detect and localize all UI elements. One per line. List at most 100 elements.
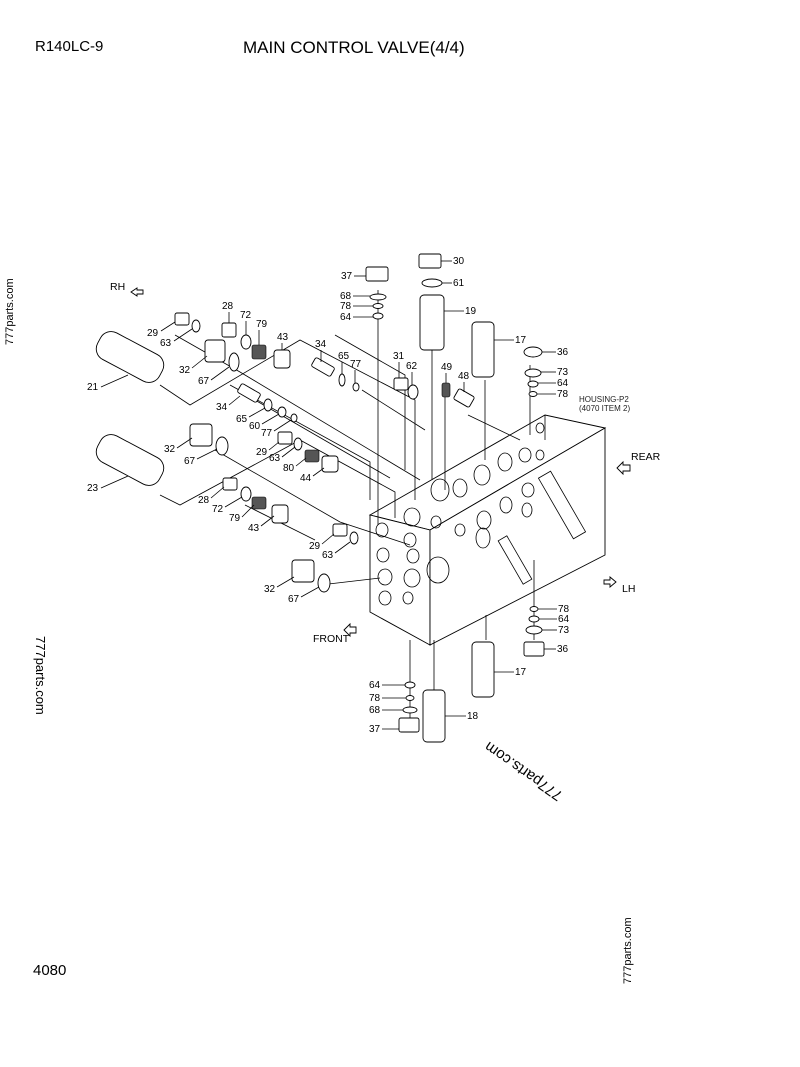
poppet-43-lower <box>271 504 289 524</box>
callout: 63 <box>322 550 334 561</box>
callout: 28 <box>198 495 210 506</box>
callout: 73 <box>557 367 569 378</box>
front-arrow-icon <box>343 622 357 638</box>
o-ring-64-bottom <box>528 615 540 623</box>
o-ring-73-bottom <box>525 625 543 635</box>
o-ring-65-upper <box>338 373 346 387</box>
callout: 67 <box>198 376 210 387</box>
page-title: MAIN CONTROL VALVE(4/4) <box>243 38 465 57</box>
callout: 78 <box>557 389 569 400</box>
plug-29-lower <box>332 523 348 537</box>
callout: 64 <box>340 312 352 323</box>
callout: 23 <box>87 483 99 494</box>
housing-ports <box>375 422 545 606</box>
o-ring-73-top <box>524 368 542 378</box>
o-ring-67-lower <box>317 573 331 593</box>
callout: 32 <box>179 365 191 376</box>
callout: 72 <box>212 504 224 515</box>
callout: 63 <box>160 338 172 349</box>
callout: 65 <box>236 414 248 425</box>
callout: 78 <box>558 604 570 615</box>
callout: 65 <box>338 351 350 362</box>
parts-lower <box>398 606 545 743</box>
poppet-44 <box>321 455 339 473</box>
callout: 32 <box>264 584 276 595</box>
plug-36-top <box>523 346 543 358</box>
housing-note-line2: (4070 ITEM 2) <box>579 404 630 413</box>
callout: 63 <box>269 453 281 464</box>
callout: 29 <box>256 447 268 458</box>
callouts: 30 61 37 68 78 64 19 17 36 73 64 78 28 7… <box>87 256 570 735</box>
callout: 62 <box>406 361 418 372</box>
relief-valve-17-top <box>471 321 495 378</box>
callout: 79 <box>229 513 241 524</box>
plug-28-upper <box>221 322 237 338</box>
o-ring-67-upper <box>228 352 240 372</box>
spool-21 <box>95 331 165 383</box>
o-ring-65-lower <box>263 398 273 412</box>
parts-left <box>95 312 359 593</box>
rear-label: REAR <box>631 451 661 463</box>
callout: 30 <box>453 256 465 267</box>
plug-30 <box>418 253 442 269</box>
plug-32-mid <box>189 423 213 447</box>
direction-markers: RH REAR LH FRONT <box>110 281 661 645</box>
callout: 21 <box>87 382 99 393</box>
poppet-34-upper <box>311 357 335 377</box>
callout: 79 <box>256 319 268 330</box>
plug-31 <box>393 377 409 391</box>
callout: 77 <box>350 359 362 370</box>
o-ring-60 <box>277 406 287 418</box>
spring-80 <box>304 449 320 463</box>
o-ring-64 <box>372 312 384 320</box>
backup-ring-78 <box>372 303 384 309</box>
callout: 64 <box>369 680 381 691</box>
callout: 49 <box>441 362 453 373</box>
spring-49 <box>441 382 451 398</box>
callout: 36 <box>557 644 569 655</box>
plug-32-lower <box>291 559 315 583</box>
front-label: FRONT <box>313 633 350 645</box>
o-ring-63-upper <box>191 319 201 333</box>
callout: 73 <box>558 625 570 636</box>
callout: 29 <box>309 541 321 552</box>
callout: 68 <box>340 291 352 302</box>
valve-housing <box>368 414 607 646</box>
plug-32-upper <box>204 339 226 363</box>
poppet-48 <box>453 388 475 408</box>
spring-79-upper <box>251 344 267 360</box>
callout: 36 <box>557 347 569 358</box>
callout: 78 <box>340 301 352 312</box>
plug-29-upper <box>174 312 190 326</box>
callout: 17 <box>515 335 527 346</box>
poppet-43-upper <box>273 349 291 369</box>
plug-37 <box>365 266 389 282</box>
callout: 31 <box>393 351 405 362</box>
callout: 37 <box>341 271 353 282</box>
backup-ring-77-lower <box>290 413 298 423</box>
callout: 17 <box>515 667 527 678</box>
relief-valve-19 <box>419 294 445 351</box>
model-label: R140LC-9 <box>35 38 104 55</box>
o-ring-63-lower <box>349 531 359 545</box>
callout: 19 <box>465 306 477 317</box>
callout: 64 <box>558 614 570 625</box>
housing-note-line1: HOUSING-P2 <box>579 395 629 404</box>
relief-valve-18 <box>422 689 446 743</box>
callout: 72 <box>240 310 252 321</box>
plug-29-mid <box>277 431 293 445</box>
o-ring-72-upper <box>240 334 252 350</box>
page-number: 4080 <box>33 962 67 979</box>
backup-ring-77-upper <box>352 382 360 392</box>
backup-ring-78-bottom <box>529 606 539 612</box>
callout: 77 <box>261 428 273 439</box>
rear-arrow-icon <box>616 460 631 476</box>
callout: 61 <box>453 278 465 289</box>
o-ring-64-top <box>527 380 539 388</box>
plug-37-lower <box>398 717 420 733</box>
lh-arrow-icon <box>603 576 617 588</box>
assembly-lines <box>159 290 535 725</box>
o-ring-67-mid <box>215 436 229 456</box>
plug-28-lower <box>222 477 238 491</box>
